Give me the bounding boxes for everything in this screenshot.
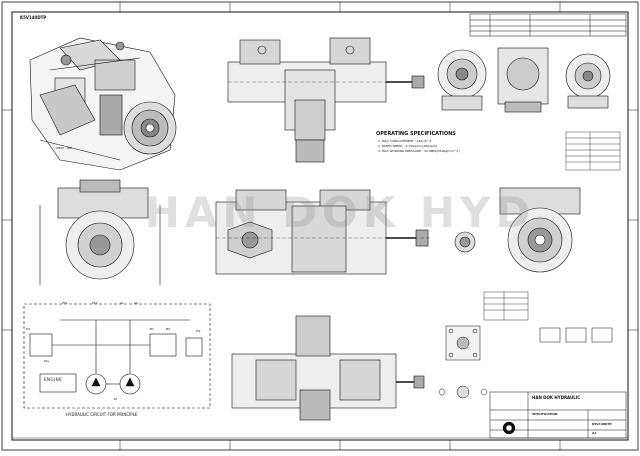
spec-line: 2. RATED SPEED : 2,150rpm(1,800rpm)	[378, 144, 437, 148]
title-block-doc-type: SPECIFICATION	[532, 412, 558, 416]
port-label: Psv	[44, 359, 50, 363]
end-view-left	[437, 49, 487, 111]
front-view-center	[215, 189, 430, 275]
flange-detail	[438, 325, 488, 399]
end-view-center	[497, 47, 549, 113]
detail-symbols	[539, 327, 613, 343]
port-label: A2	[134, 301, 138, 305]
spec-table-lower	[483, 291, 529, 321]
zone-ticks	[2, 2, 638, 450]
port-label: PS2	[92, 301, 98, 305]
watermark-text: HAN DOK HYD	[144, 188, 536, 237]
end-view-right	[565, 53, 611, 109]
inner-border	[11, 11, 629, 441]
revision-table	[469, 13, 627, 37]
side-view-left	[39, 179, 161, 285]
title-block-drawing-no: K5V140DTP	[592, 422, 612, 426]
drawing-code-top-left: K5V140DTP	[20, 15, 47, 20]
circuit-title: HYDRAULIC CIRCUIT FOR PRINCIPLE	[66, 412, 138, 417]
port-label: PS1	[62, 301, 68, 305]
port-label: A1	[120, 301, 124, 305]
spec-line: 1. MAX. DISPLACEMENT : 140cm^3	[378, 139, 432, 143]
title-block-company: HAN DOK HYDRAULIC	[532, 395, 581, 400]
spec-line: 3. MAX WORKING PRESSURE : 34.3MPa(350kgf…	[378, 149, 460, 153]
port-label: B1	[150, 327, 154, 331]
iso-view	[29, 37, 177, 171]
spec-table-upper	[565, 131, 621, 171]
port-label: Pi1	[26, 327, 31, 331]
hydraulic-circuit	[23, 303, 211, 409]
engine-label: ENGINE	[44, 377, 63, 382]
port-label: B2	[166, 327, 170, 331]
bottom-view	[231, 315, 425, 421]
port-label: Pi2	[196, 329, 201, 333]
specs-title: OPERATING SPECIFICATIONS	[376, 131, 456, 137]
title-block-sheet: A1	[592, 431, 597, 435]
side-view-right	[454, 187, 581, 273]
port-label: Dr	[114, 397, 118, 401]
top-view	[227, 37, 425, 163]
iso-view-label: VIEW - ISO	[56, 146, 72, 150]
